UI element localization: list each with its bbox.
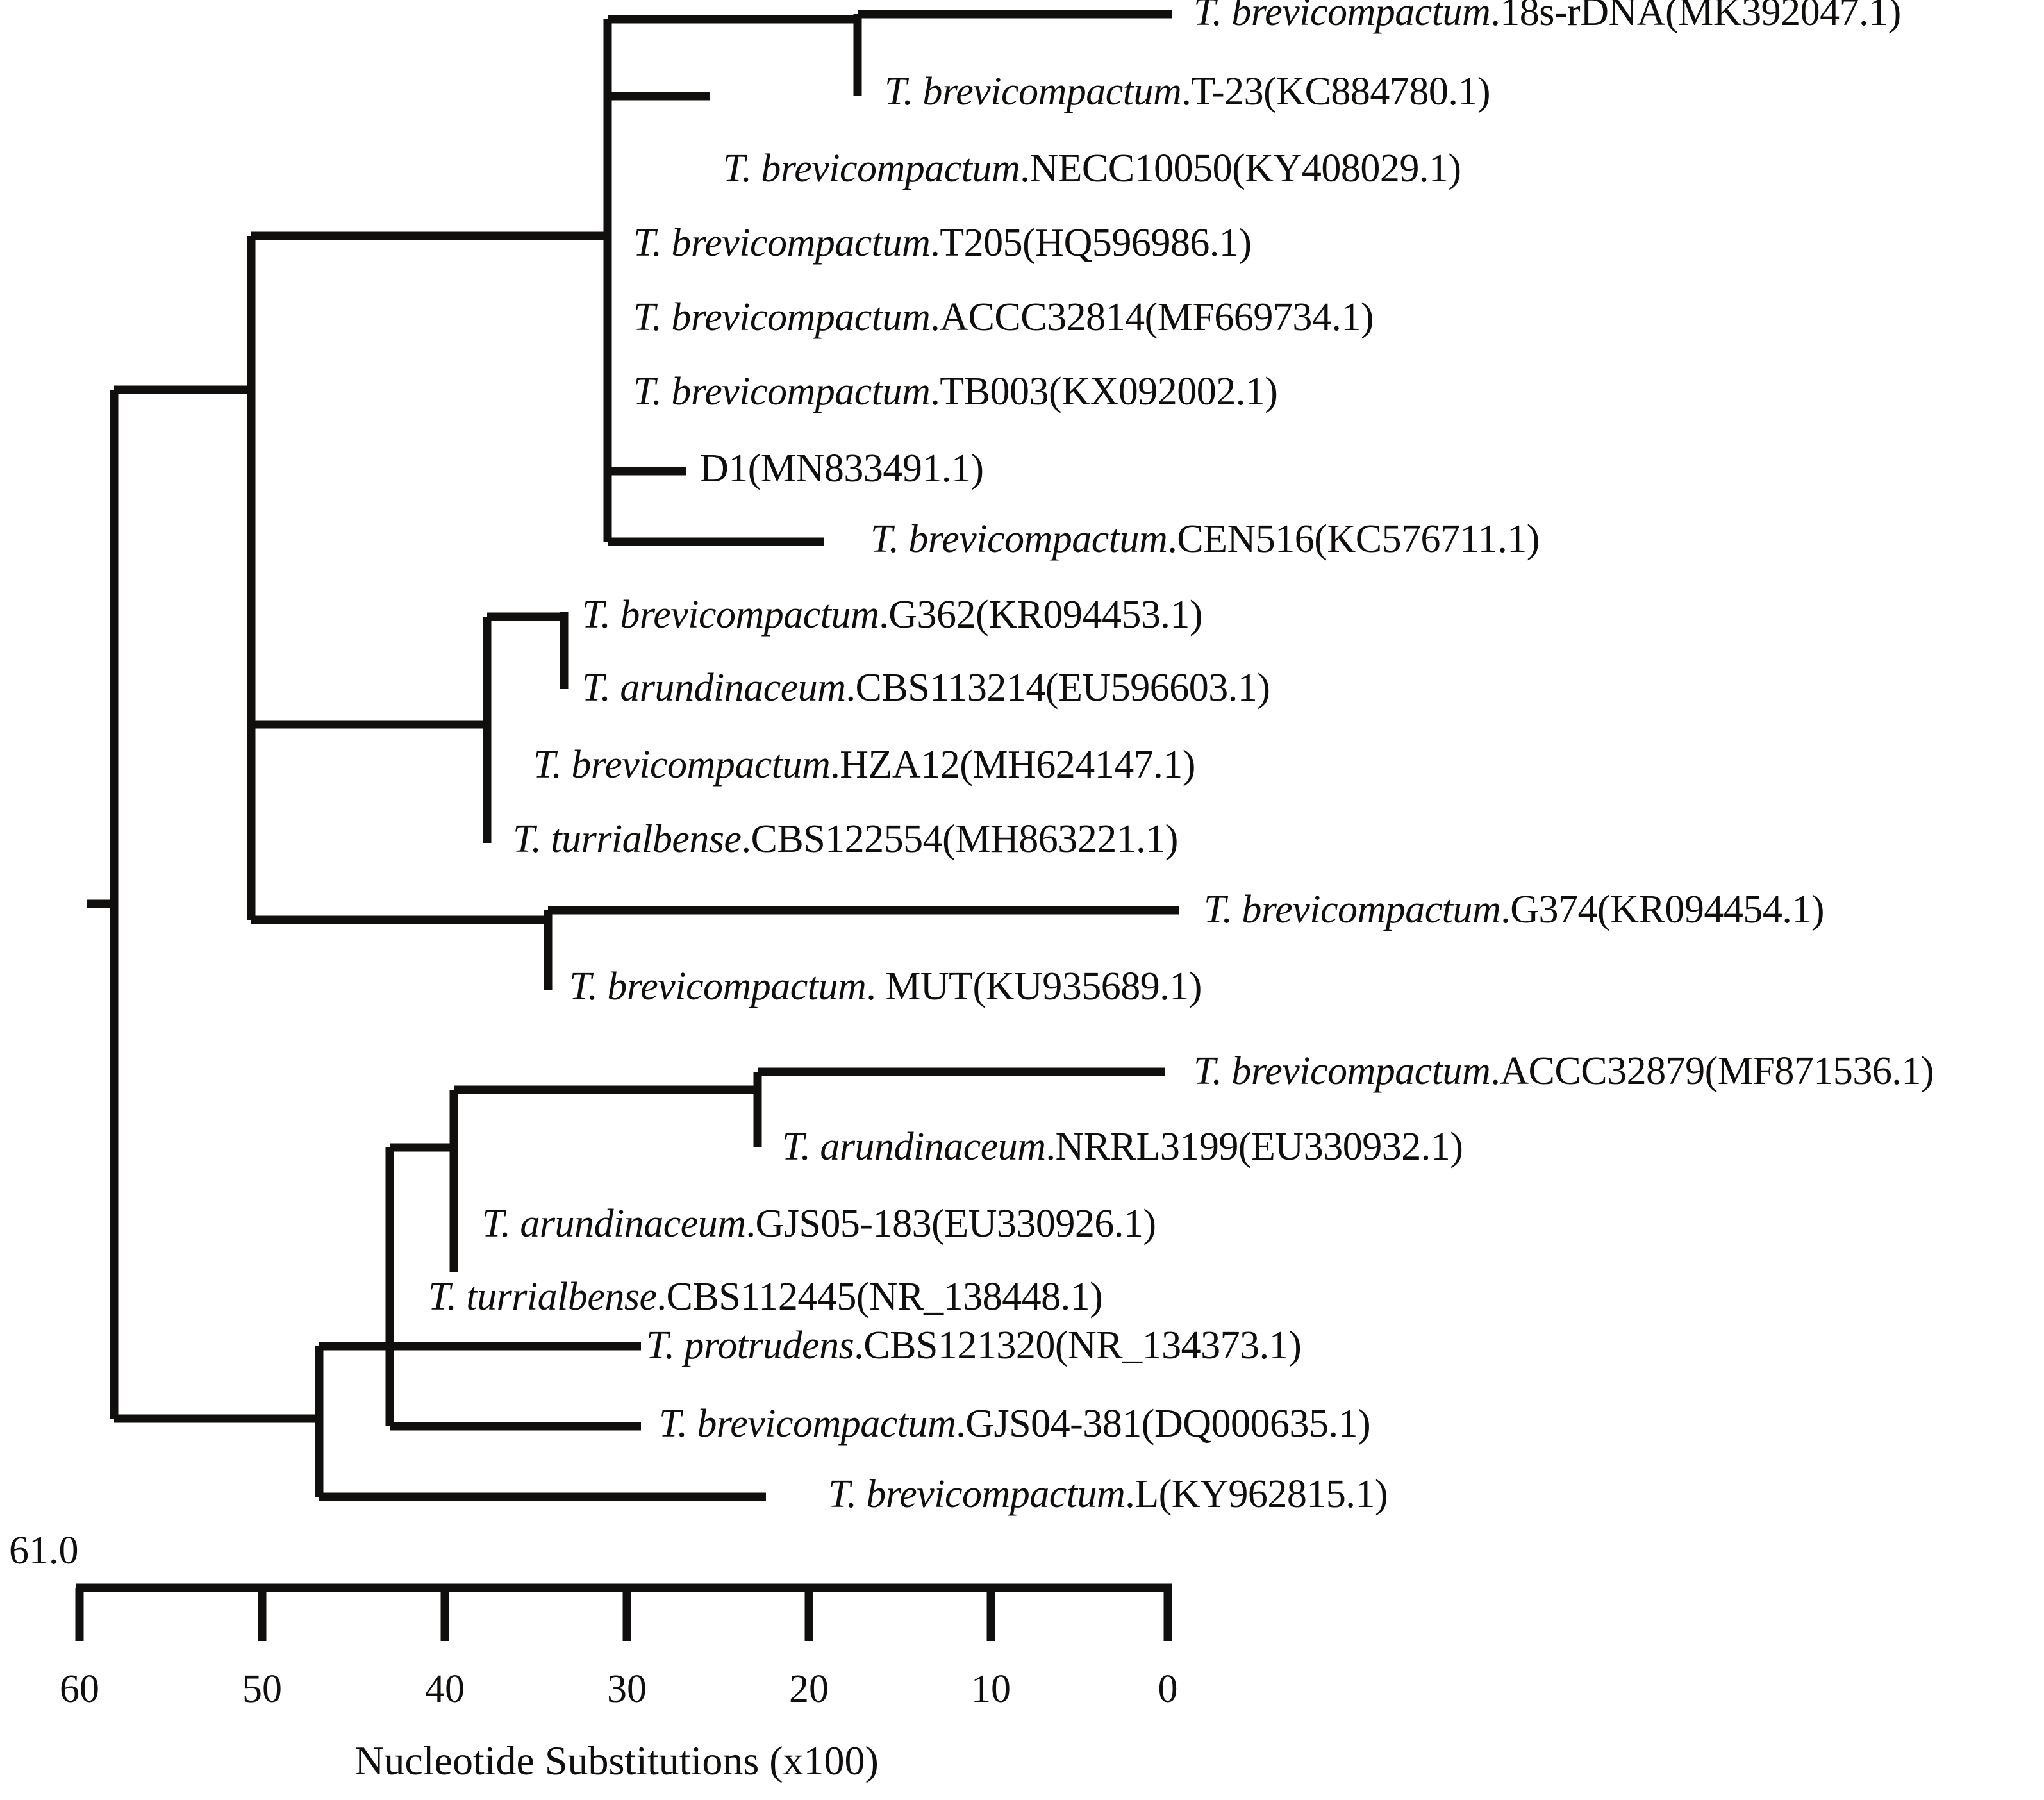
axis-tick-label-30: 30 [607,1667,647,1711]
tip-label: T. brevicompactum.G374(KR094454.1) [1204,890,1824,929]
tip-species: T. brevicompactum [633,296,931,339]
tip-species: T. brevicompactum [870,517,1168,561]
tip-species: T. arundinaceum [482,1202,746,1246]
tip-strain: .ACCC32814(MF669734.1) [930,296,1374,339]
tip-strain: .CEN516(KC576711.1) [1167,517,1540,561]
axis-tick-label-0: 0 [1158,1667,1178,1711]
axis-tick-label-20: 20 [789,1667,829,1711]
tip-strain: .CBS121320(NR_134373.1) [854,1324,1302,1367]
tip-label: T. turrialbense.CBS122554(MH863221.1) [513,819,1178,859]
tip-label: T. brevicompactum.GJS04-381(DQ000635.1) [659,1402,1371,1446]
tip-species: T. arundinaceum [782,1125,1046,1169]
tip-species: T. arundinaceum [582,666,846,710]
tip-strain: .L(KY962815.1) [1125,1472,1388,1516]
tip-strain: .ACCC32879(MF871536.1) [1490,1049,1934,1093]
tip-strain: .CBS112445(NR_138448.1) [656,1275,1103,1319]
tip-species: T. protrudens [646,1324,854,1367]
axis-tick-label-50: 50 [242,1667,282,1711]
tip-species: T. brevicompactum [633,370,931,413]
tip-strain: .T205(HQ596986.1) [930,221,1252,265]
tip-species: T. brevicompactum [723,147,1020,190]
tip-strain: .CBS113214(EU596603.1) [845,666,1270,710]
tip-label: T. turrialbense.CBS112445(NR_138448.1) [428,1275,1103,1319]
tip-label: T. brevicompactum.G362(KR094453.1) [582,595,1202,635]
tip-strain: .G362(KR094453.1) [879,593,1202,637]
tip-species: T. brevicompactum [533,743,831,787]
tip-species: T. turrialbense [513,817,742,861]
tip-strain: .G374(KR094454.1) [1500,888,1824,931]
tip-species: T. brevicompactum [1204,888,1501,931]
scale-value-label: 61.0 [9,1529,79,1572]
tip-label: T. brevicompactum.HZA12(MH624147.1) [533,745,1195,785]
tip-label: T. brevicompactum.ACCC32879(MF871536.1) [1193,1051,1934,1091]
tip-label: T. brevicompactum.18s-rDNA(MK392047.1) [1193,0,1901,32]
tip-strain: .18s-rDNA(MK392047.1) [1490,0,1901,34]
axis-tick-label-60: 60 [60,1667,99,1711]
tip-strain: D1(MN833491.1) [700,447,984,490]
tip-strain: .NECC10050(KY408029.1) [1020,147,1461,190]
tip-species: T. brevicompactum [885,70,1182,113]
tip-label: T. brevicompactum.T-23(KC884780.1) [885,70,1491,113]
tip-label: T. brevicompactum.L(KY962815.1) [828,1474,1388,1514]
tip-label: T. protrudens.CBS121320(NR_134373.1) [646,1324,1302,1367]
axis-tick-label-40: 40 [425,1667,465,1711]
tip-strain: . MUT(KU935689.1) [866,965,1202,1008]
tip-label: T. brevicompactum.T205(HQ596986.1) [633,223,1252,263]
tip-label: T. brevicompactum.TB003(KX092002.1) [633,370,1278,413]
tip-species: T. brevicompactum [633,221,931,265]
tip-species: T. brevicompactum [1193,0,1491,34]
tip-label: T. arundinaceum.NRRL3199(EU330932.1) [782,1127,1463,1167]
tip-species: T. brevicompactum [1193,1049,1491,1093]
tip-label: T. arundinaceum.CBS113214(EU596603.1) [582,668,1270,708]
tip-strain: .NRRL3199(EU330932.1) [1045,1125,1463,1169]
tip-strain: .CBS122554(MH863221.1) [741,817,1178,861]
tip-strain: .T-23(KC884780.1) [1181,70,1491,113]
axis-tick-label-10: 10 [971,1667,1011,1711]
tip-strain: .GJS04-381(DQ000635.1) [956,1402,1371,1446]
tip-species: T. brevicompactum [828,1472,1126,1516]
tip-label: T. brevicompactum. MUT(KU935689.1) [569,967,1202,1006]
tip-label: T. brevicompactum.CEN516(KC576711.1) [870,519,1540,559]
tip-label: T. brevicompactum.NECC10050(KY408029.1) [723,149,1461,188]
tip-label: T. brevicompactum.ACCC32814(MF669734.1) [633,297,1374,337]
tip-label: T. arundinaceum.GJS05-183(EU330926.1) [482,1204,1156,1244]
tip-species: T. brevicompactum [569,965,867,1008]
tip-strain: .HZA12(MH624147.1) [830,743,1195,787]
tip-species: T. brevicompactum [582,593,879,637]
tip-strain: .TB003(KX092002.1) [930,370,1278,413]
axis-title: Nucleotide Substitutions (x100) [354,1738,879,1783]
tip-species: T. brevicompactum [659,1402,956,1446]
tip-strain: .GJS05-183(EU330926.1) [745,1202,1156,1246]
tip-label: D1(MN833491.1) [700,447,984,490]
tip-species: T. turrialbense [428,1275,657,1319]
